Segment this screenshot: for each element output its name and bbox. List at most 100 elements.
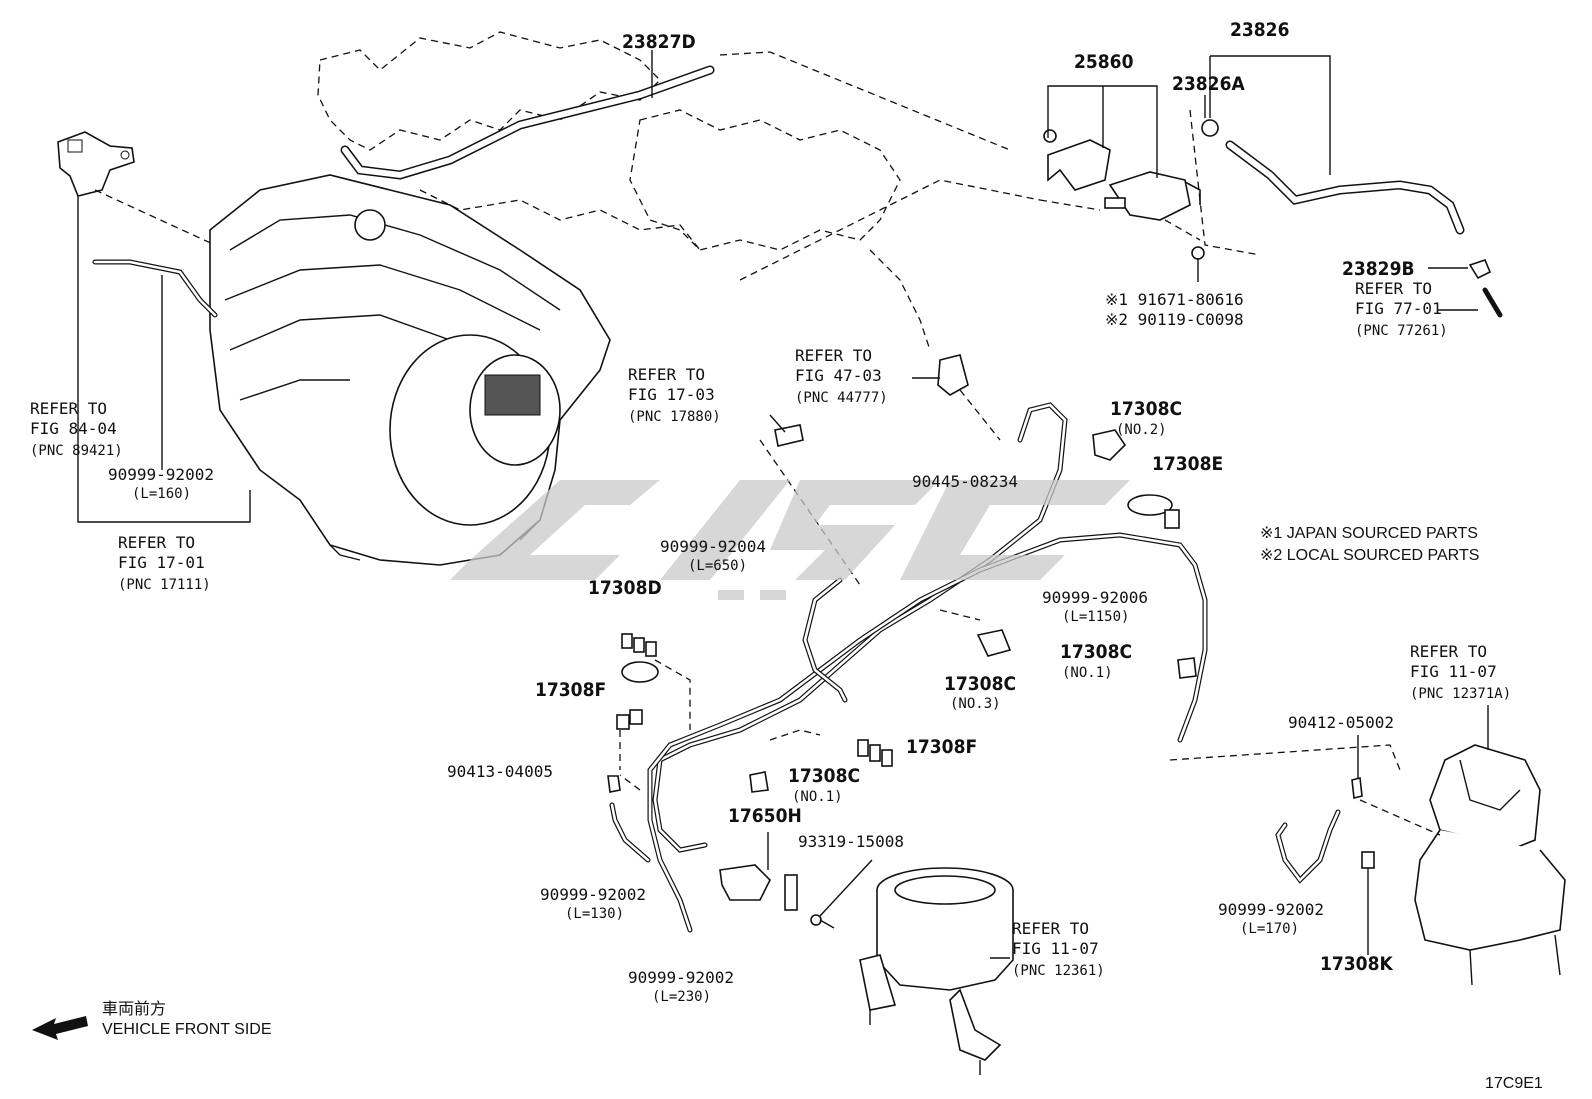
label-90999-92002-l160: 90999-92002 — [108, 465, 214, 484]
label-17308D: 17308D — [588, 577, 662, 599]
refer-fig-47-03: REFER TO FIG 47-03 (PNC 44777) — [795, 346, 888, 406]
label-17308C-no1-right: 17308C — [1060, 641, 1132, 663]
refer-1701-line1: REFER TO — [118, 533, 195, 552]
label-17308C-no2: 17308C — [1110, 398, 1182, 420]
label-25860: 25860 — [1074, 51, 1134, 73]
label-17650H: 17650H — [728, 805, 802, 827]
label-17308C-no1-left: 17308C — [788, 765, 860, 787]
clip-23829B — [1468, 259, 1503, 318]
label-90999-92002-l130: 90999-92002 — [540, 885, 646, 904]
refer-84-line3: (PNC 89421) — [30, 443, 123, 459]
refer-1701-line2: FIG 17-01 — [118, 553, 205, 572]
connector-ref-17880 — [774, 424, 804, 447]
label-90999-92002-l160-len: (L=160) — [132, 486, 191, 502]
hose-90999-92002-l170 — [1275, 809, 1341, 884]
clip-17308C-no3 — [976, 629, 1012, 657]
refer-4703-line2: FIG 47-03 — [795, 366, 882, 385]
refer-84-line1: REFER TO — [30, 399, 107, 418]
label-90999-92006: 90999-92006 — [1042, 588, 1148, 607]
label-17308E: 17308E — [1152, 453, 1223, 475]
clip-17308F-upper — [616, 709, 643, 730]
hose-90999-92002-l130 — [609, 802, 651, 863]
legend-notes: ※1 JAPAN SOURCED PARTS ※2 LOCAL SOURCED … — [1260, 525, 1479, 564]
refer-7701-line1: REFER TO — [1355, 279, 1432, 298]
refer-4703-line3: (PNC 44777) — [795, 390, 888, 406]
clip-17308D — [621, 633, 659, 683]
direction-label-en: VEHICLE FRONT SIDE — [102, 1021, 272, 1038]
bolt-93319-15008 — [810, 914, 835, 929]
label-93319-15008: 93319-15008 — [798, 832, 904, 851]
clip-17308K — [1361, 851, 1375, 955]
refer-84-line2: FIG 84-04 — [30, 419, 117, 438]
label-17308F-upper: 17308F — [535, 679, 606, 701]
clip-17308C-no1-right — [1177, 657, 1197, 679]
label-90999-92002-l230-len: (L=230) — [652, 989, 711, 1005]
dashed-leaders — [619, 389, 1441, 836]
refer-fig-77-01: REFER TO FIG 77-01 (PNC 77261) — [1355, 279, 1448, 339]
pipe-90445-08234 — [652, 402, 1068, 853]
intake-manifold — [209, 174, 611, 566]
refer-7701-line3: (PNC 77261) — [1355, 323, 1448, 339]
direction-label-jp: 車両前方 — [102, 1000, 166, 1018]
hose-23827D — [340, 65, 715, 180]
refer-1107a-line2: FIG 11-07 — [1410, 662, 1497, 681]
label-90445-08234: 90445-08234 — [912, 472, 1018, 491]
label-90999-92002-l230: 90999-92002 — [628, 968, 734, 987]
refer-7701-line2: FIG 77-01 — [1355, 299, 1442, 318]
label-17308C-no1-left-sub: (NO.1) — [792, 789, 843, 805]
refer-1107b-line2: FIG 11-07 — [1012, 939, 1099, 958]
refer-fig-11-07-b: REFER TO FIG 11-07 (PNC 12361) — [1012, 919, 1105, 979]
refer-1107a-line3: (PNC 12371A) — [1410, 686, 1511, 702]
canister — [859, 867, 1014, 1075]
label-90999-92006-len: (L=1150) — [1062, 609, 1129, 625]
label-91671-80616: ※1 91671-80616 — [1105, 290, 1244, 309]
label-90999-92004: 90999-92004 — [660, 537, 766, 556]
canister-right — [1414, 744, 1566, 986]
vsv-25860 — [1043, 129, 1205, 260]
connector-ref-44777 — [937, 354, 969, 396]
connector-90413-04005 — [607, 775, 621, 793]
refer-fig-17-03: REFER TO FIG 17-03 (PNC 17880) — [628, 365, 721, 425]
label-90999-92004-len: (L=650) — [688, 558, 747, 574]
part-labels: 23827D 23826 25860 23826A 23829B ※1 9167… — [108, 19, 1415, 1005]
refer-1107b-line3: (PNC 12361) — [1012, 963, 1105, 979]
label-17308C-no1-right-sub: (NO.1) — [1062, 665, 1113, 681]
label-23829B: 23829B — [1342, 258, 1415, 280]
hose-23826 — [1201, 119, 1465, 235]
hose-90999-92006 — [647, 532, 1208, 933]
vehicle-front-arrow-icon — [32, 1016, 88, 1040]
clip-17308E — [1127, 494, 1180, 529]
refer-1703-line3: (PNC 17880) — [628, 409, 721, 425]
map-sensor — [57, 131, 135, 197]
label-23827D: 23827D — [622, 31, 696, 53]
label-90412-05002: 90412-05002 — [1288, 713, 1394, 732]
clip-17308F-lower — [857, 739, 893, 767]
refer-1703-line1: REFER TO — [628, 365, 705, 384]
connector-90412-05002 — [1351, 777, 1363, 799]
label-17308C-no2-sub: (NO.2) — [1116, 422, 1167, 438]
refer-1703-line2: FIG 17-03 — [628, 385, 715, 404]
refer-fig-84-04: REFER TO FIG 84-04 (PNC 89421) — [30, 399, 123, 459]
refer-1107b-line1: REFER TO — [1012, 919, 1089, 938]
vsv-17650H — [719, 864, 798, 911]
label-17308C-no3: 17308C — [944, 673, 1016, 695]
legend-note-1: ※1 JAPAN SOURCED PARTS — [1260, 525, 1478, 542]
label-17308C-no3-sub: (NO.3) — [950, 696, 1001, 712]
refer-1701-line3: (PNC 17111) — [118, 577, 211, 593]
label-90413-04005: 90413-04005 — [447, 762, 553, 781]
label-17308K: 17308K — [1320, 953, 1393, 975]
legend-note-2: ※2 LOCAL SOURCED PARTS — [1260, 547, 1479, 564]
clip-17308C-no2 — [1092, 429, 1127, 461]
label-90999-92002-l170: 90999-92002 — [1218, 900, 1324, 919]
diagram-code: 17C9E1 — [1485, 1075, 1543, 1092]
refer-fig-11-07-a: REFER TO FIG 11-07 (PNC 12371A) — [1410, 642, 1511, 702]
hose-90999-92004 — [802, 577, 848, 703]
refer-1107a-line1: REFER TO — [1410, 642, 1487, 661]
watermark-logo — [450, 480, 1130, 600]
label-90119-C0098: ※2 90119-C0098 — [1105, 310, 1244, 329]
label-90999-92002-l170-len: (L=170) — [1240, 921, 1299, 937]
refer-4703-line1: REFER TO — [795, 346, 872, 365]
refer-fig-17-01: REFER TO FIG 17-01 (PNC 17111) — [118, 533, 211, 593]
label-90999-92002-l130-len: (L=130) — [565, 906, 624, 922]
